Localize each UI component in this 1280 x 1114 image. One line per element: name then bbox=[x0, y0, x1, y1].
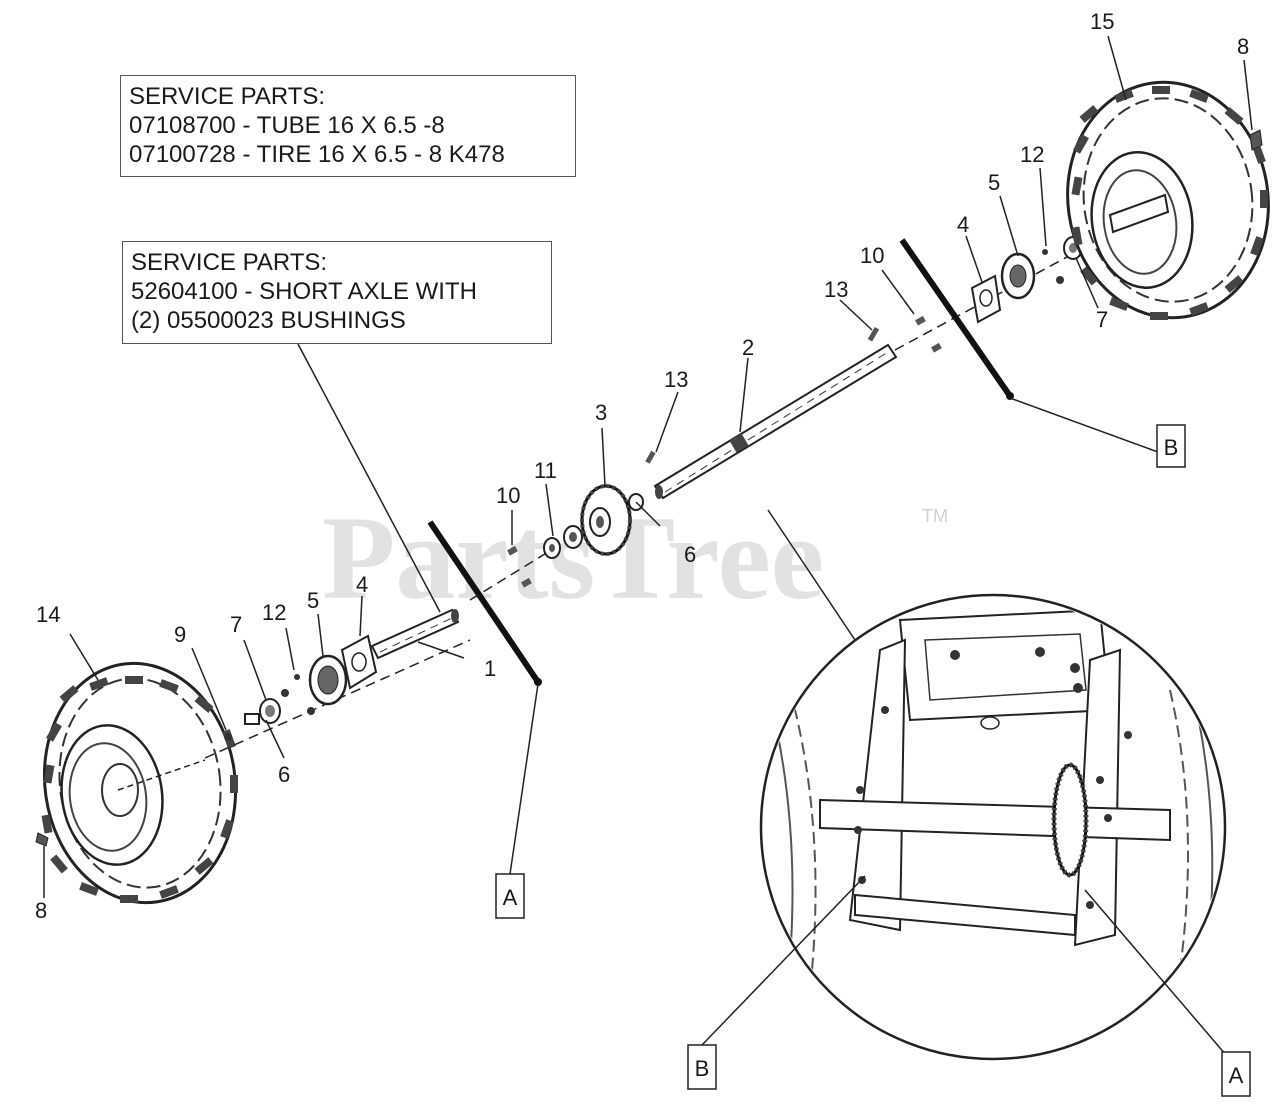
callout-7-right: 7 bbox=[1096, 307, 1108, 332]
callout-5-right: 5 bbox=[988, 170, 1000, 195]
callout-4-right: 4 bbox=[957, 212, 969, 237]
reference-letter-a-main: A bbox=[495, 873, 525, 919]
inset-detail-view bbox=[701, 509, 1227, 1061]
callout-11: 11 bbox=[534, 458, 557, 483]
callout-8-left: 8 bbox=[35, 898, 47, 923]
callout-7-left: 7 bbox=[230, 612, 242, 637]
svg-text:B: B bbox=[1164, 435, 1179, 460]
gear-assembly bbox=[469, 450, 661, 601]
svg-text:B: B bbox=[695, 1056, 710, 1081]
callout-leaders bbox=[43, 35, 1253, 898]
callout-10-right: 10 bbox=[860, 243, 884, 268]
service-part-tube: 07108700 - TUBE 16 X 6.5 -8 bbox=[129, 112, 445, 139]
callout-numbers: 1 2 3 4 4 5 5 6 6 7 7 8 8 9 10 10 11 12 … bbox=[35, 9, 1249, 923]
ref-b-leader bbox=[1009, 397, 1159, 453]
frame-rod-right bbox=[899, 238, 1013, 398]
callout-13-right: 13 bbox=[824, 277, 848, 302]
callout-12-left: 12 bbox=[262, 600, 286, 625]
right-wheel-assembly bbox=[1066, 80, 1270, 320]
callout-9: 9 bbox=[174, 622, 186, 647]
callout-3: 3 bbox=[595, 400, 607, 425]
service-parts-heading: SERVICE PARTS: bbox=[131, 249, 328, 276]
callout-6-left: 6 bbox=[278, 762, 290, 787]
left-hub-parts bbox=[204, 634, 471, 759]
callout-8-right: 8 bbox=[1237, 34, 1249, 59]
service-parts-heading: SERVICE PARTS: bbox=[129, 83, 326, 110]
reference-letter-b-inset: B bbox=[687, 1044, 717, 1090]
watermark-tm: TM bbox=[922, 506, 948, 526]
svg-text:A: A bbox=[503, 885, 518, 910]
svg-text:A: A bbox=[1229, 1063, 1244, 1088]
callout-10-left: 10 bbox=[496, 483, 520, 508]
callout-6-center: 6 bbox=[684, 542, 696, 567]
frame-rod-left bbox=[427, 520, 541, 684]
left-wheel-assembly bbox=[35, 661, 238, 905]
service-part-short-axle: 52604100 - SHORT AXLE WITH bbox=[131, 278, 477, 305]
watermark: PartsTree TM bbox=[322, 491, 948, 624]
service-parts-box-tire: SERVICE PARTS: 07108700 - TUBE 16 X 6.5 … bbox=[120, 75, 576, 177]
ref-a-leader bbox=[509, 683, 539, 875]
callout-14: 14 bbox=[36, 602, 60, 627]
reference-letter-b-main: B bbox=[1156, 424, 1186, 468]
axle-leader-line bbox=[297, 343, 441, 613]
service-part-tire: 07100728 - TIRE 16 X 6.5 - 8 K478 bbox=[129, 141, 505, 168]
callout-15: 15 bbox=[1090, 9, 1114, 34]
service-parts-box-axle: SERVICE PARTS: 52604100 - SHORT AXLE WIT… bbox=[122, 241, 552, 344]
callout-2: 2 bbox=[742, 335, 754, 360]
callout-12-right: 12 bbox=[1020, 142, 1044, 167]
callout-4-left: 4 bbox=[356, 572, 368, 597]
service-part-bushings: (2) 05500023 BUSHINGS bbox=[131, 307, 406, 334]
callout-13-center: 13 bbox=[664, 367, 688, 392]
callout-5-left: 5 bbox=[307, 588, 319, 613]
reference-letter-a-inset: A bbox=[1221, 1051, 1251, 1097]
callout-1: 1 bbox=[484, 656, 496, 681]
watermark-text: PartsTree bbox=[322, 491, 824, 624]
